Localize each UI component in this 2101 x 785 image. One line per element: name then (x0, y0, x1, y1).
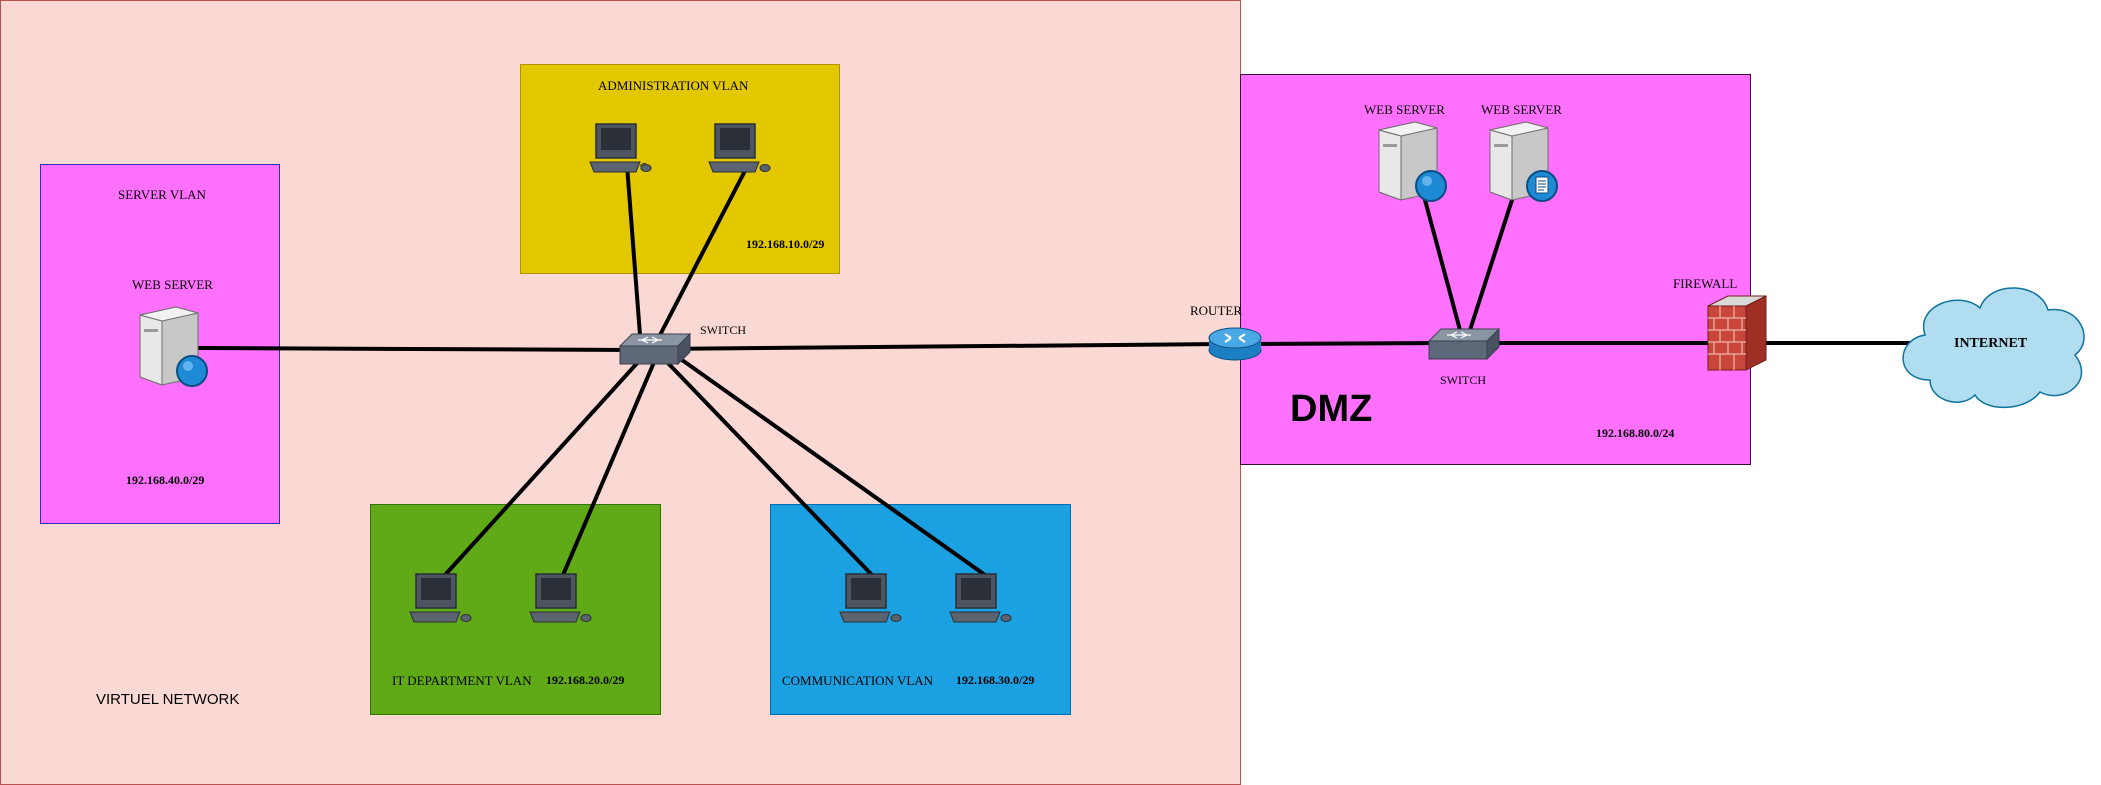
dmz-web-server-1-label: WEB SERVER (1364, 102, 1445, 117)
it-department-subnet-label: 192.168.20.0/29 (546, 673, 625, 687)
link-comm-pc2 (673, 353, 987, 577)
link-dmzweb1 (1423, 198, 1462, 332)
communication-vlan-label: COMMUNICATION VLAN (782, 673, 934, 688)
router-label: ROUTER (1190, 303, 1242, 318)
link-comm-pc1 (663, 358, 874, 577)
core-switch-label: SWITCH (700, 323, 746, 337)
internet-cloud-icon[interactable] (1890, 270, 2095, 415)
it-pc-2-icon[interactable] (528, 572, 598, 628)
link-it-pc1 (443, 358, 642, 577)
dmz-web-server-2-icon[interactable] (1486, 120, 1562, 206)
link-switch-router (653, 342, 1224, 351)
link-server-switch (196, 346, 642, 352)
dmz-web-server-2-label: WEB SERVER (1481, 102, 1562, 117)
it-pc-1-icon[interactable] (408, 572, 478, 628)
dmz-subnet-label: 192.168.80.0/24 (1596, 426, 1675, 440)
admin-pc-2-icon[interactable] (707, 122, 777, 178)
firewall-label: FIREWALL (1673, 276, 1738, 291)
server-vlan-subnet-label: 192.168.40.0/29 (126, 473, 205, 487)
router-icon[interactable] (1207, 326, 1263, 362)
link-dmzweb2 (1468, 198, 1514, 332)
admin-pc-1-icon[interactable] (588, 122, 658, 178)
server-vlan-web-server-icon[interactable] (136, 305, 212, 391)
firewall-icon[interactable] (1702, 292, 1772, 374)
dmz-switch-label: SWITCH (1440, 373, 1486, 387)
comm-pc-1-icon[interactable] (838, 572, 908, 628)
server-vlan-web-server-label: WEB SERVER (132, 277, 213, 292)
internet-label: INTERNET (1954, 336, 2028, 351)
administration-vlan-zone (520, 64, 840, 274)
link-admin-pc1 (625, 163, 642, 337)
administration-subnet-label: 192.168.10.0/29 (746, 237, 825, 251)
dmz-web-server-1-icon[interactable] (1375, 120, 1451, 206)
it-department-vlan-zone (370, 504, 661, 715)
administration-vlan-label: ADMINISTRATION VLAN (598, 78, 749, 93)
link-admin-pc2 (658, 163, 750, 337)
link-it-pc2 (561, 358, 657, 577)
server-vlan-label: SERVER VLAN (118, 187, 206, 202)
comm-pc-2-icon[interactable] (948, 572, 1018, 628)
dmz-label: DMZ (1290, 388, 1373, 430)
link-router-dmzswitch (1248, 341, 1447, 346)
core-switch-icon[interactable] (618, 330, 692, 366)
it-department-vlan-label: IT DEPARTMENT VLAN (392, 673, 532, 688)
virtual-network-label: VIRTUEL NETWORK (96, 691, 240, 708)
dmz-switch-icon[interactable] (1427, 325, 1501, 361)
communication-vlan-zone (770, 504, 1071, 715)
communication-subnet-label: 192.168.30.0/29 (956, 673, 1035, 687)
